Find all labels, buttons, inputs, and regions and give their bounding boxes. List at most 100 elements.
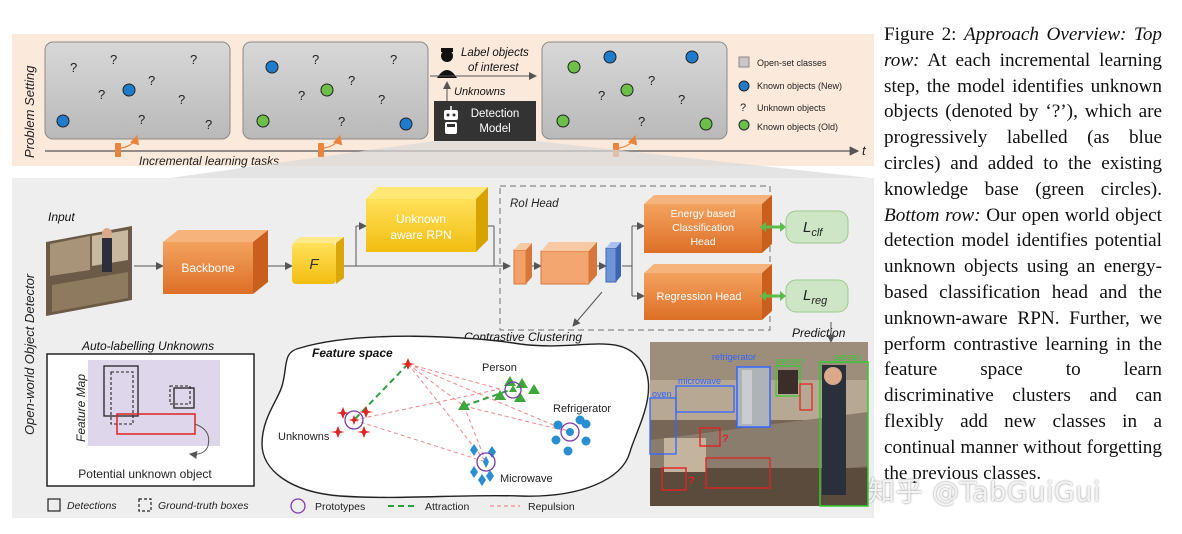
legend-prototypes: Prototypes <box>315 501 365 513</box>
legend-unknown: Unknown objects <box>757 103 826 113</box>
caption-top-text: At each incremental learning step, the m… <box>884 49 1162 200</box>
energy-label-1: Energy based <box>671 208 736 220</box>
approach-overview-figure: Problem Setting ? ? ? ? ? ? ? ? ? ? ? ? … <box>12 34 874 518</box>
feature-space-title: Feature space <box>312 346 393 360</box>
unknown-mark: ? <box>138 112 145 127</box>
pred-label-oven: oven <box>652 389 672 399</box>
person-cluster-label: Person <box>482 362 517 374</box>
feature-space-blob <box>261 335 650 499</box>
watermark: 知乎 @TabGuiGui <box>868 477 1101 508</box>
pred-label-refrigerator: refrigerator <box>712 352 756 362</box>
pred-label-microwave: microwave <box>678 376 721 386</box>
prediction-boxes: refrigerator microwave oven person perso… <box>649 352 869 507</box>
unknown-mark: ? <box>205 117 212 132</box>
unknown-mark: ? <box>598 88 605 103</box>
task-panel-1: ? ? ? ? ? ? ? ? <box>44 41 231 140</box>
problem-setting-label: Problem Setting <box>22 65 37 158</box>
legend-known-old: Known objects (Old) <box>757 122 838 132</box>
timeline-label: Incremental learning tasks <box>139 154 279 168</box>
input-label: Input <box>48 210 75 224</box>
microwave-cluster-label: Microwave <box>500 473 553 485</box>
svg-text:?: ? <box>740 102 746 114</box>
known-new-object <box>685 50 699 64</box>
microwave-cluster <box>470 444 496 486</box>
rpn-label-line2: aware RPN <box>390 228 451 242</box>
unknown-mark: ? <box>148 73 155 88</box>
roi-head-box <box>499 185 771 331</box>
unknown-aware-rpn-block <box>366 187 488 252</box>
potential-unknown-label: Potential unknown object <box>78 467 212 481</box>
unknown-mark: ? <box>312 52 319 67</box>
detection-text: Detection <box>471 108 520 120</box>
unknown-mark: ? <box>678 92 685 107</box>
l-clf-box <box>785 210 849 244</box>
pred-unknown-2: ? <box>688 475 695 487</box>
label-objects-text: Label objects <box>461 47 529 59</box>
known-old-object <box>567 60 581 74</box>
pred-unknown-1: ? <box>722 433 729 445</box>
unknown-mark: ? <box>70 60 77 75</box>
known-old-object <box>256 114 270 128</box>
legend-known-new: Known objects (New) <box>757 81 842 91</box>
legend-open-set: Open-set classes <box>757 58 827 68</box>
roi-head-label: RoI Head <box>510 198 559 210</box>
caption-top-row: Top row: <box>884 24 1163 71</box>
top-legend: Open-set classes Known objects (New) ? U… <box>738 56 842 132</box>
prediction-label: Prediction <box>792 326 846 340</box>
energy-classification-head <box>644 195 772 253</box>
rpn-label-line1: Unknown <box>396 212 446 226</box>
robot-icon <box>444 106 458 134</box>
unknown-mark: ? <box>648 73 655 88</box>
legend-repulsion: Repulsion <box>528 501 575 513</box>
caption-figure-number: Figure 2: <box>884 24 957 45</box>
task-panel-2: ? ? ? ? ? ? <box>242 41 429 140</box>
caption-title: Approach Overview: <box>964 24 1127 45</box>
figure-caption: Figure 2: Approach Overview: Top row: At… <box>884 22 1162 486</box>
feature-f-label: F <box>309 256 319 273</box>
known-old-object <box>320 83 334 97</box>
feature-f-block <box>292 237 344 284</box>
unknown-mark: ? <box>178 92 185 107</box>
known-new-object <box>399 117 413 131</box>
unknown-mark: ? <box>378 92 385 107</box>
legend-gt-boxes: Ground-truth boxes <box>158 500 249 512</box>
unknown-mark: ? <box>390 52 397 67</box>
unknown-mark: ? <box>638 114 645 129</box>
regression-label: Regression Head <box>657 291 742 303</box>
known-old-object <box>699 117 713 131</box>
pred-label-person-2: person <box>776 356 804 366</box>
backbone-label: Backbone <box>181 261 235 275</box>
of-interest-text: of interest <box>468 62 519 74</box>
known-old-object <box>556 114 570 128</box>
energy-label-2: Classification <box>672 222 734 234</box>
caption-bottom-text: Our open world object detection model id… <box>884 204 1162 484</box>
l-clf-label: Lclf <box>803 219 823 239</box>
zoom-wedge <box>170 141 870 178</box>
caption-bottom-row: Bottom row: <box>884 204 981 226</box>
task-panel-3: ? ? ? ? <box>541 41 728 140</box>
refrigerator-cluster-label: Refrigerator <box>553 403 611 415</box>
energy-label-3: Head <box>690 236 715 248</box>
known-new-object <box>265 60 279 74</box>
time-symbol: t <box>862 143 867 158</box>
unknown-mark: ? <box>190 52 197 67</box>
known-new-object <box>122 83 136 97</box>
unknowns-cluster <box>331 358 415 438</box>
open-world-detector-label: Open-world Object Detector <box>22 273 37 435</box>
legend-attraction: Attraction <box>425 501 470 513</box>
detection-model-box <box>434 101 536 141</box>
known-old-object <box>620 83 634 97</box>
model-text: Model <box>479 123 510 135</box>
refrigerator-cluster <box>551 415 591 456</box>
roi-pool-blocks <box>513 242 621 285</box>
l-reg-box <box>785 279 849 313</box>
known-new-object <box>56 114 70 128</box>
l-reg-label: Lreg <box>803 287 828 307</box>
backbone-block <box>163 230 268 294</box>
contrastive-lines <box>353 363 571 463</box>
unknown-mark: ? <box>338 114 345 129</box>
known-new-object <box>603 50 617 64</box>
unknowns-cluster-label: Unknowns <box>278 431 330 443</box>
auto-labelling-title: Auto-labelling Unknowns <box>81 339 214 353</box>
feature-map <box>88 360 220 446</box>
